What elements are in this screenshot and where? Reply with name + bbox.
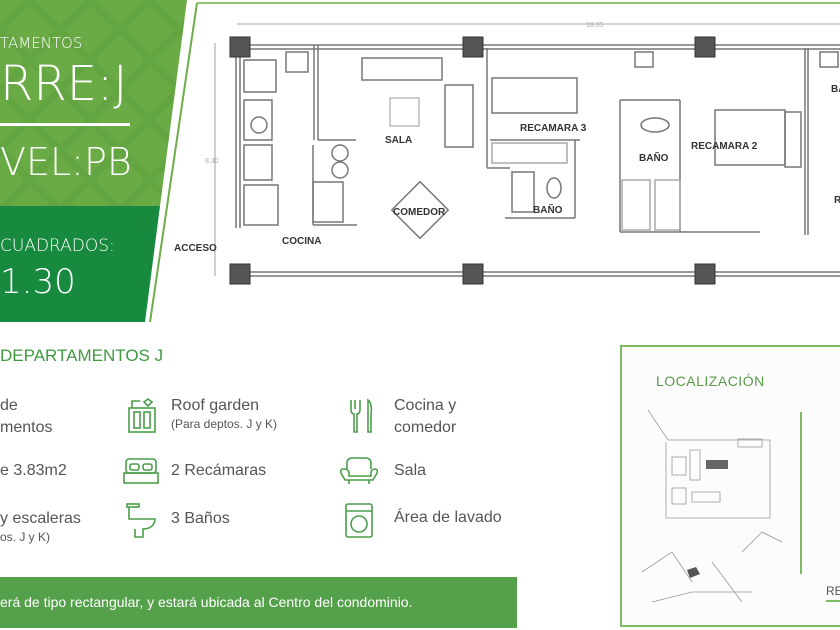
feature-laundry: Área de lavado xyxy=(394,509,502,526)
room-label-bano2: BAÑO xyxy=(639,151,669,164)
room-label-bano3: BA xyxy=(831,84,840,95)
area-label: CUADRADOS: xyxy=(0,236,115,256)
bed-icon xyxy=(123,458,159,484)
location-divider xyxy=(800,412,802,574)
info-banner-text: erá de tipo rectangular, y estará ubicad… xyxy=(0,594,413,610)
area-value: 1.30 xyxy=(0,262,76,302)
washing-machine-icon xyxy=(345,503,373,538)
feature-col1-2: e 3.83m2 xyxy=(0,462,67,479)
structural-columns xyxy=(229,36,716,285)
location-side-label: RES xyxy=(826,584,840,598)
dimension-width: 18.35 xyxy=(586,22,604,29)
toilet-icon xyxy=(126,503,156,538)
feature-roof-garden: Roof garden (Para deptos. J y K) xyxy=(171,397,278,431)
building-garden-icon xyxy=(128,398,156,433)
feature-col1-3: y escaleras os. J y K) xyxy=(0,510,81,544)
location-panel: LOCALIZACIÓN RES xyxy=(620,345,840,627)
title-underline xyxy=(0,123,130,126)
room-label-recamara2: RECAMARA 2 xyxy=(691,141,758,152)
level-title: VEL:PB xyxy=(0,140,132,184)
tower-title: RRE:J xyxy=(0,56,128,112)
hero-subtitle: TAMENTOS xyxy=(0,34,83,52)
room-label-cocina: COCINA xyxy=(282,236,321,247)
dimension-height: 8.30 xyxy=(205,158,219,165)
location-side-underline xyxy=(826,600,840,602)
hero-panel: TAMENTOS RRE:J VEL:PB CUADRADOS: 1.30 xyxy=(0,0,200,322)
room-label-recamara1: R xyxy=(834,195,840,206)
hero-background xyxy=(0,0,187,322)
feature-living: Sala xyxy=(394,462,427,479)
feature-bedrooms: 2 Recámaras xyxy=(171,462,267,479)
room-label-acceso: ACCESO xyxy=(174,243,217,254)
room-label-sala: SALA xyxy=(385,135,412,146)
location-title: LOCALIZACIÓN xyxy=(656,373,765,389)
location-map xyxy=(641,409,782,603)
sofa-icon xyxy=(340,457,378,484)
fork-knife-icon xyxy=(350,398,373,433)
feature-bathrooms: 3 Baños xyxy=(171,510,230,527)
room-label-bano1: BAÑO xyxy=(533,203,563,216)
feature-kitchen-dining: Cocina y comedor xyxy=(394,397,457,436)
features-title: DEPARTAMENTOS J xyxy=(0,346,164,365)
feature-col1-1: de mentos xyxy=(0,397,53,436)
room-label-comedor: COMEDOR xyxy=(393,207,446,218)
info-banner: erá de tipo rectangular, y estará ubicad… xyxy=(0,577,517,628)
floor-plan: 18.35 8.30 ACCESO xyxy=(149,2,840,322)
room-label-recamara3: RECAMARA 3 xyxy=(520,123,587,134)
